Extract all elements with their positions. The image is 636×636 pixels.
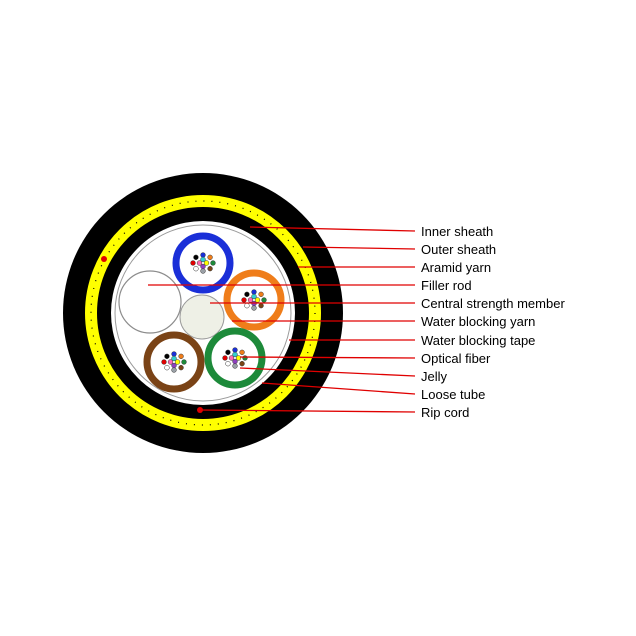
loose-tube-green [204,327,266,389]
optical-fiber-4-4 [239,361,245,367]
rip-cord-dot-left [101,256,107,262]
optical-fiber-1-5 [200,268,206,274]
leader-line-loose-tube [261,382,416,395]
optical-fiber-1-8 [193,254,199,260]
optical-fiber-1-7 [190,260,196,266]
optical-fiber-1-3 [210,260,216,266]
optical-fiber-2-8 [244,291,250,297]
leader-line-inner-sheath [249,226,416,232]
optical-fiber-2-12 [251,293,257,300]
loose-tube-brown [143,331,205,393]
optical-fiber-2-4 [258,303,264,309]
leader-lines [148,226,416,413]
optical-fiber-2-6 [244,303,250,309]
optical-fiber-3-4 [178,365,184,371]
label-water-blocking-tape: Water blocking tape [421,333,535,348]
optical-fiber-2-1 [251,289,257,295]
optical-fiber-4-9 [235,355,242,361]
optical-fiber-3-2 [178,353,184,359]
optical-fiber-2-5 [251,305,257,311]
optical-fiber-1-11 [196,260,203,266]
optical-fiber-3-6 [164,365,170,371]
optical-fiber-4-12 [232,351,238,358]
optical-fiber-3-12 [171,355,177,362]
optical-fiber-3-8 [164,353,170,359]
loose-tube-orange [223,269,285,331]
aramid-yarn-dots [90,200,316,426]
labels: Inner sheath Outer sheath Aramid yarn Fi… [421,224,565,420]
leader-line-rip-cord [199,409,416,413]
optical-fiber-4-10 [232,358,238,365]
optical-fiber-4-7 [222,355,228,361]
optical-fiber-1-4 [207,266,213,272]
rip-cord-dot [197,407,203,413]
optical-fiber-4-3 [242,355,248,361]
label-filler-rod: Filler rod [421,278,472,293]
optical-fiber-3-1 [171,351,177,357]
optical-fiber-3-5 [171,367,177,373]
water-blocking-tape-ring [114,224,292,402]
optical-fiber-2-7 [241,297,247,303]
leader-line-jelly [239,367,416,377]
optical-fiber-2-2 [258,291,264,297]
loose-tube-green-wall [204,327,266,389]
filler-rod [118,270,182,334]
optical-fiber-3-3 [181,359,187,365]
label-jelly: Jelly [421,369,448,384]
leader-line-outer-sheath [302,246,416,250]
label-optical-fiber: Optical fiber [421,351,491,366]
optical-fiber-1-9 [203,260,210,266]
optical-fiber-4-1 [232,347,238,353]
label-rip-cord: Rip cord [421,405,469,420]
optical-fiber-4-8 [225,349,231,355]
loose-tube-orange-wall [223,269,285,331]
optical-fiber-3-10 [171,362,177,369]
optical-fiber-3-7 [161,359,167,365]
optical-fiber-1-12 [200,256,206,263]
cable-body [63,173,343,453]
optical-fiber-1-10 [200,263,206,270]
optical-fiber-3-9 [174,359,181,365]
optical-fiber-4-6 [225,361,231,367]
loose-tube-blue-wall [172,232,234,294]
optical-fiber-1-6 [193,266,199,272]
loose-tube-brown-wall [143,331,205,393]
optical-fiber-2-3 [261,297,267,303]
optical-fiber-4-5 [232,363,238,369]
leader-line-optical-fiber [239,356,416,359]
label-water-blocking-yarn: Water blocking yarn [421,314,535,329]
label-central-strength-member: Central strength member [421,296,565,311]
label-inner-sheath: Inner sheath [421,224,493,239]
label-outer-sheath: Outer sheath [421,242,496,257]
label-loose-tube: Loose tube [421,387,485,402]
optical-fiber-1-2 [207,254,213,260]
optical-fiber-4-11 [228,355,235,361]
label-aramid-yarn: Aramid yarn [421,260,491,275]
optical-fiber-4-2 [239,349,245,355]
central-strength-member [179,294,225,340]
optical-fiber-1-1 [200,252,206,258]
optical-fiber-3-11 [167,359,174,365]
loose-tube-blue [172,232,234,294]
